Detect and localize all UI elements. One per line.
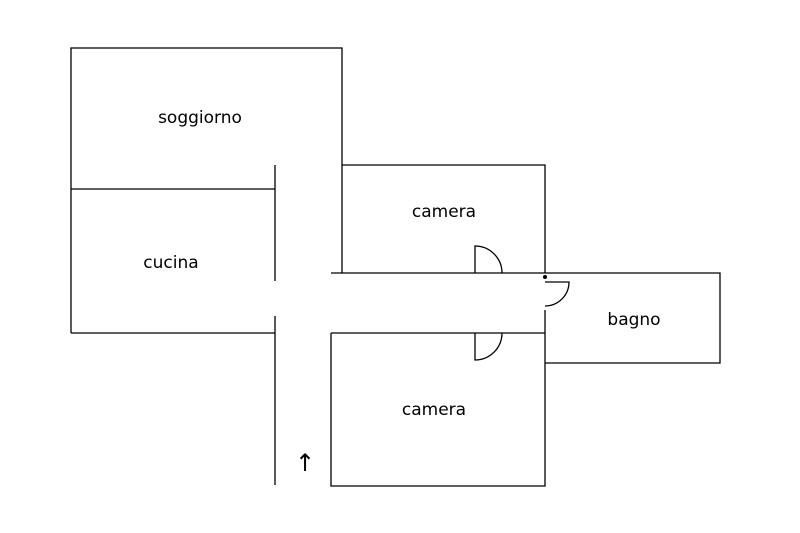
camera-bottom-outer-wall	[330, 310, 546, 487]
camera-bottom-walls	[330, 310, 546, 487]
door-camera-bottom	[474, 332, 503, 361]
label-soggiorno: soggiorno	[158, 108, 242, 128]
label-bagno: bagno	[607, 310, 660, 330]
soggiorno-outer-wall	[70, 47, 343, 333]
label-camera-top: camera	[412, 202, 476, 222]
entrance-arrow-icon: ↑	[295, 449, 315, 477]
bagno-wall	[545, 272, 721, 364]
door-camera-top	[474, 245, 503, 274]
door-hinge-dot	[543, 275, 547, 279]
bagno-walls	[545, 272, 721, 364]
doors	[474, 245, 570, 361]
camera-top-walls	[331, 164, 546, 274]
door-bagno	[544, 281, 570, 307]
camera-top-wall	[342, 164, 546, 273]
label-cucina: cucina	[143, 253, 198, 273]
living-kitchen-walls	[70, 47, 343, 485]
label-camera-bottom: camera	[402, 400, 466, 420]
